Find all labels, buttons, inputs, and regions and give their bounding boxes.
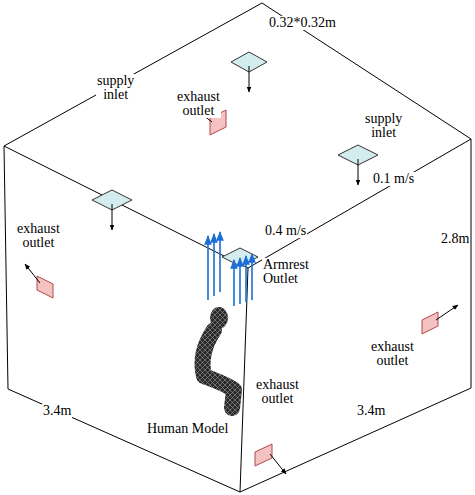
- supply-inlet-label: supply inlet: [96, 74, 135, 102]
- armrest-outlet-label: Armrest Outlet: [262, 258, 310, 286]
- room-wireframe: [4, 3, 471, 492]
- dimension-label: 3.4m: [356, 404, 386, 418]
- exhaust-outlet-label: exhaust outlet: [255, 378, 300, 406]
- supply-arrows: [112, 66, 358, 230]
- human-model: [202, 307, 234, 408]
- exhaust-outlets: [37, 110, 438, 466]
- armrest-jets: [208, 232, 252, 306]
- supply-inlets: [92, 52, 378, 266]
- human-model-label: Human Model: [146, 422, 229, 436]
- velocity-label: 0.4 m/s: [264, 224, 307, 238]
- supply-inlet-label: supply inlet: [364, 112, 403, 140]
- exhaust-outlet-label: exhaust outlet: [176, 90, 221, 118]
- dimension-label: 0.32*0.32m: [268, 16, 337, 30]
- exhaust-outlet-label: exhaust outlet: [16, 222, 61, 250]
- dimension-label: 3.4m: [42, 404, 72, 418]
- dimension-label: 2.8m: [440, 232, 470, 246]
- velocity-label: 0.1 m/s: [372, 172, 415, 186]
- exhaust-outlet-label: exhaust outlet: [370, 340, 415, 368]
- exhaust-arrows: [25, 108, 458, 474]
